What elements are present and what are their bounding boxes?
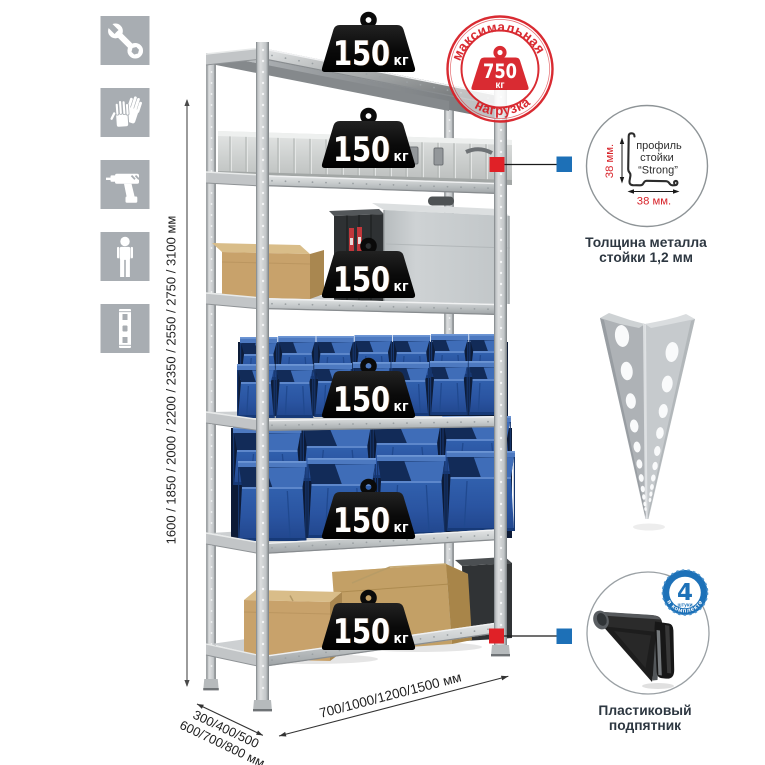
metal-cabinet bbox=[372, 196, 511, 304]
rack-post-back-left bbox=[203, 53, 219, 691]
foot-caption: Пластиковый подпятник bbox=[598, 703, 691, 733]
badge-number: 4 bbox=[677, 580, 693, 606]
post-angle-photo bbox=[600, 313, 695, 531]
width-dimension: 700/1000/1200/1500 мм bbox=[278, 669, 509, 737]
profile-caption-line2: стойки 1,2 мм bbox=[599, 250, 693, 265]
profile-caption: Толщина металла стойки 1,2 мм bbox=[585, 235, 707, 265]
foot-callout: 4 штуки в комплекте bbox=[586, 569, 710, 695]
foot-caption-line1: Пластиковый bbox=[598, 703, 691, 718]
width-dimension-label: 700/1000/1200/1500 мм bbox=[318, 669, 463, 720]
foot-callout-connector bbox=[489, 628, 572, 644]
storage-bin bbox=[275, 364, 314, 418]
storage-bin bbox=[237, 364, 275, 418]
shelf-beams-4 bbox=[205, 411, 501, 432]
storage-bin bbox=[430, 361, 468, 415]
profile-vertical-dim-label: 38 мм. bbox=[604, 144, 616, 178]
connector-red-square-bottom bbox=[489, 628, 504, 644]
drill-icon bbox=[100, 160, 150, 209]
person-icon bbox=[100, 232, 150, 281]
height-dimension: 1600 / 1850 / 2000 / 2200 / 2350 / 2550 … bbox=[164, 99, 190, 687]
shelf-load-weight-2 bbox=[322, 110, 415, 170]
quantity-badge: 4 штуки в комплекте bbox=[661, 569, 709, 616]
foot-caption-line2: подпятник bbox=[609, 718, 681, 733]
gloves-icon bbox=[100, 88, 150, 137]
shelf-beams-3 bbox=[205, 292, 501, 316]
stamp-value: 750 bbox=[483, 60, 517, 83]
profile-cross-section-drawing bbox=[627, 132, 679, 187]
connector-blue-square-top bbox=[556, 156, 572, 172]
profile-label-line3: “Strong” bbox=[638, 165, 678, 177]
max-load-stamp: максимальная нагрузка 750 кг bbox=[446, 15, 554, 123]
profile-label-line2: стойки bbox=[640, 152, 674, 164]
connector-red-square-top bbox=[489, 157, 505, 172]
wrench-icon bbox=[100, 16, 150, 65]
profile-label-line1: профиль bbox=[636, 140, 682, 152]
profile-caption-line1: Толщина металла bbox=[585, 235, 707, 250]
stamp-unit: кг bbox=[495, 80, 504, 91]
shelf-load-weight-1 bbox=[322, 14, 415, 74]
profile-horizontal-dim-label: 38 мм. bbox=[637, 196, 671, 208]
height-dimension-label: 1600 / 1850 / 2000 / 2200 / 2350 / 2550 … bbox=[164, 216, 179, 545]
profile-callout-connector bbox=[489, 156, 572, 172]
shelf-load-weights bbox=[322, 14, 415, 652]
storage-bin bbox=[238, 461, 307, 541]
plastic-foot-photo bbox=[593, 610, 675, 689]
stamp-weight: 750 кг bbox=[471, 45, 529, 91]
badge-unit: штуки bbox=[677, 603, 692, 609]
tools-icons-panel bbox=[100, 16, 150, 353]
connector-blue-square-bottom bbox=[556, 628, 572, 644]
rack-post-front-left bbox=[253, 42, 272, 712]
rack-post-front-right bbox=[491, 89, 510, 657]
profile-vertical-dim: 38 мм. bbox=[604, 137, 625, 184]
shelf-beams-2 bbox=[205, 171, 501, 195]
level-icon bbox=[100, 304, 150, 353]
profile-callout: 38 мм. 38 мм. профиль стойки “Strong” bbox=[585, 104, 709, 228]
profile-horizontal-dim: 38 мм. bbox=[627, 189, 680, 208]
